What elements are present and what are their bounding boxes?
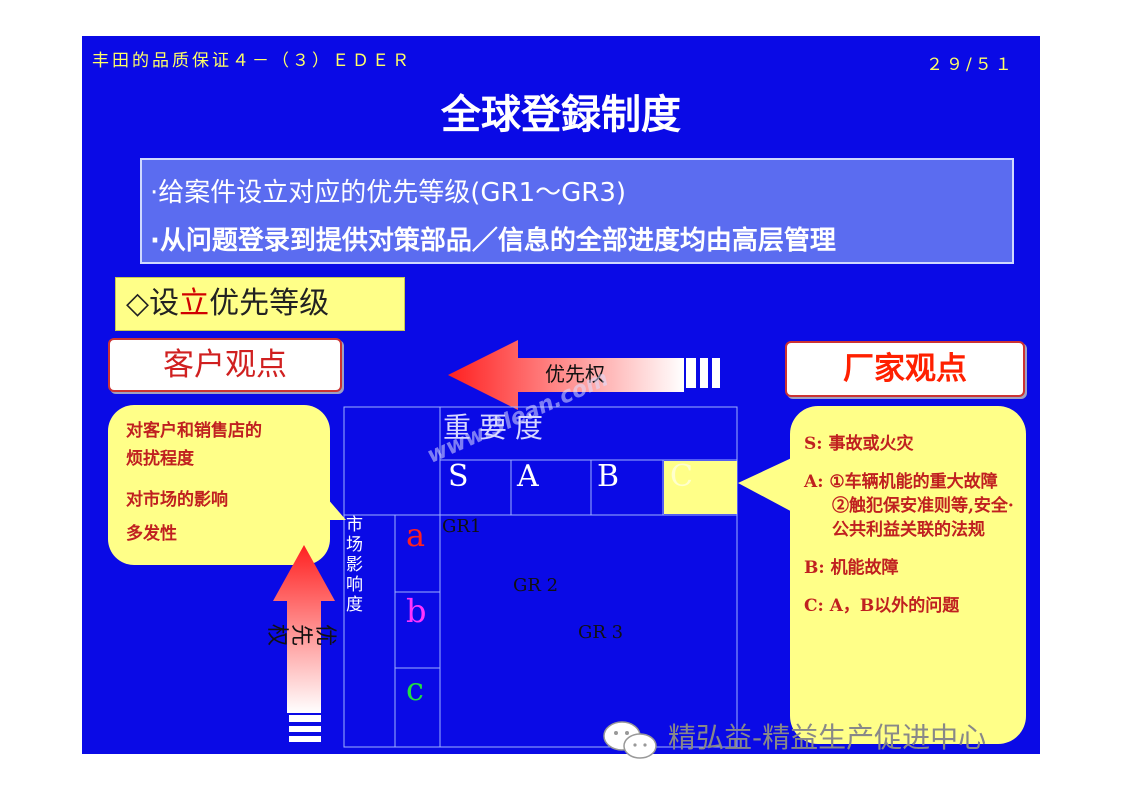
grade-gr3: GR 3 bbox=[578, 622, 624, 643]
customer-criteria-bubble: 对客户和销售店的 烦扰程度 对市场的影响 多发性 bbox=[108, 405, 330, 565]
arrow-tail-bar bbox=[686, 358, 696, 388]
criterion-s: S: 事故或火灾 bbox=[804, 434, 914, 454]
col-s: S bbox=[448, 459, 469, 494]
wechat-watermark-text: 精弘益-精益生产促进中心 bbox=[668, 721, 987, 754]
section-label-mid: 立 bbox=[179, 286, 210, 321]
criteria-line: 对客户和销售店的 bbox=[126, 421, 262, 441]
arrow-tail-bar bbox=[289, 726, 321, 732]
priority-matrix-grid bbox=[343, 406, 738, 748]
section-label-prefix: ◇设 bbox=[126, 286, 180, 321]
vertical-priority-arrow-icon bbox=[273, 545, 335, 713]
slide-subtitle: 丰田的品质保证４－（３）ＥＤＥＲ bbox=[92, 51, 412, 71]
market-impact-label: 市场影响度 bbox=[346, 515, 363, 615]
row-a: a bbox=[406, 516, 426, 554]
row-c: c bbox=[406, 670, 424, 708]
info-line-2: ·从问题登录到提供对策部品／信息的全部进度均由高层管理 bbox=[150, 226, 836, 256]
importance-header: 重要度 bbox=[443, 411, 552, 444]
section-label-rest: 优先等级 bbox=[209, 286, 330, 321]
criteria-line: 烦扰程度 bbox=[126, 449, 194, 469]
section-label: ◇设立优先等级 bbox=[115, 277, 405, 331]
grade-gr1: GR1 bbox=[442, 516, 482, 537]
criterion-a1: A: ①车辆机能的重大故障 bbox=[804, 472, 998, 492]
criterion-a2: ②触犯保安准则等,安全·公共利益关联的法规 bbox=[832, 496, 1014, 540]
info-line-1: ·给案件设立对应的优先等级(GR1～GR3) bbox=[150, 178, 627, 208]
criteria-line: 多发性 bbox=[126, 524, 177, 544]
criterion-c: C: A，B以外的问题 bbox=[804, 596, 960, 616]
horizontal-priority-arrow-icon bbox=[448, 340, 684, 410]
arrow-tail-bar bbox=[289, 736, 321, 742]
customer-perspective: 客户观点 bbox=[108, 338, 342, 392]
arrow-tail-bar bbox=[712, 358, 720, 388]
horizontal-arrow-label: 优先权 bbox=[545, 362, 605, 386]
col-b: B bbox=[597, 459, 620, 494]
criteria-line: 对市场的影响 bbox=[126, 490, 228, 510]
manufacturer-criteria-bubble: S: 事故或火灾 A: ①车辆机能的重大故障 ②触犯保安准则等,安全·公共利益关… bbox=[790, 406, 1026, 744]
slide-title: 全球登録制度 bbox=[441, 92, 681, 138]
grade-gr2: GR 2 bbox=[513, 575, 559, 596]
right-bubble-pointer bbox=[738, 455, 798, 515]
page-number: ２９/５１ bbox=[926, 55, 1015, 75]
criterion-b: B: 机能故障 bbox=[804, 558, 899, 578]
arrow-tail-bar bbox=[289, 715, 321, 722]
vertical-arrow-label: 优先权 bbox=[264, 624, 337, 647]
col-a: A bbox=[517, 459, 539, 494]
info-box: ·给案件设立对应的优先等级(GR1～GR3) ·从问题登录到提供对策部品／信息的… bbox=[140, 158, 1014, 264]
wechat-icon bbox=[603, 721, 657, 759]
col-c: C bbox=[670, 459, 693, 494]
row-b: b bbox=[406, 592, 427, 630]
manufacturer-perspective: 厂家观点 bbox=[785, 341, 1025, 397]
arrow-tail-bar bbox=[700, 358, 708, 388]
